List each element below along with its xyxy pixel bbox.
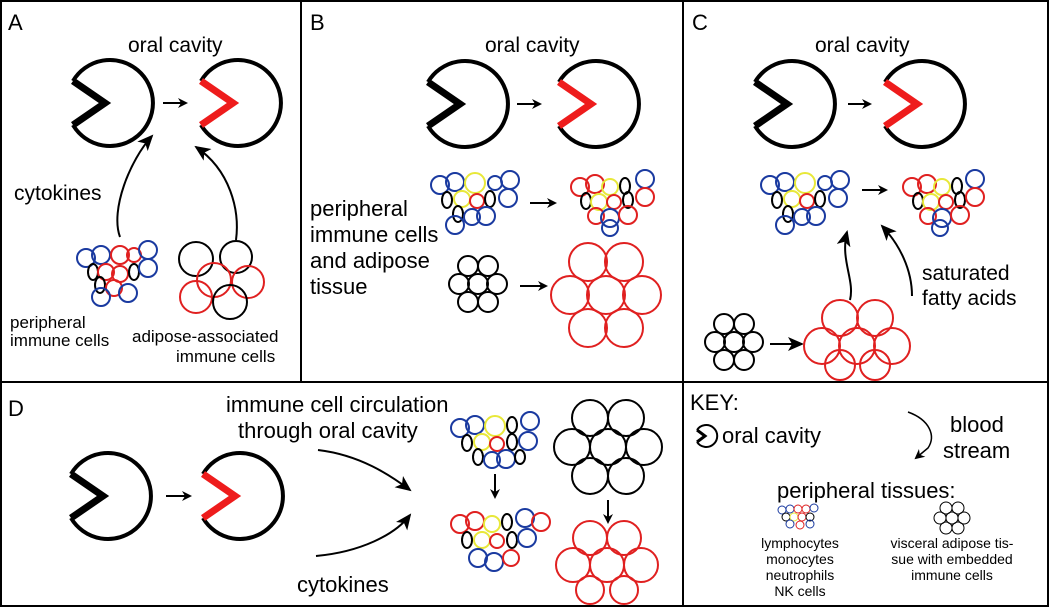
panel-b-letter: B bbox=[310, 10, 325, 35]
key-cells-label: lymphocytes bbox=[761, 535, 839, 551]
panel-c: C oral cavity bbox=[692, 10, 1017, 381]
panel-a-title: oral cavity bbox=[128, 34, 223, 57]
panel-d-cytokines-label: cytokines bbox=[297, 572, 389, 597]
key-adipose-label: sue with embedded bbox=[891, 551, 1012, 567]
curved-arrow-icon bbox=[317, 449, 412, 492]
curved-arrow-icon bbox=[880, 224, 913, 297]
panel-c-fatty-acids-label: fatty acids bbox=[922, 287, 1017, 310]
panel-b-side-label: and adipose bbox=[310, 248, 430, 273]
curved-arrow-icon bbox=[315, 513, 412, 557]
panel-d-circulation-label: immune cell circulation bbox=[226, 392, 449, 417]
peripheral-immune-cells-icon bbox=[450, 411, 540, 469]
key-cells-label: neutrophils bbox=[766, 567, 835, 583]
oral-cavity-inflamed-icon bbox=[557, 59, 641, 149]
key-immune-cells-icon bbox=[777, 503, 819, 530]
adipose-tissue-inflamed-icon bbox=[555, 520, 659, 605]
oral-cavity-normal-icon bbox=[426, 59, 510, 149]
inflamed-immune-cells-icon bbox=[570, 169, 655, 237]
panel-c-title: oral cavity bbox=[815, 34, 910, 57]
panel-b-side-label: tissue bbox=[310, 274, 367, 299]
oral-cavity-inflamed-icon bbox=[883, 59, 967, 149]
panel-c-letter: C bbox=[692, 10, 708, 35]
key-blood-label: stream bbox=[943, 438, 1010, 463]
panel-a-adipose-label: immune cells bbox=[176, 347, 275, 366]
key-oral-cavity-label: oral cavity bbox=[722, 423, 821, 448]
panel-b: B oral cavity bbox=[310, 10, 662, 348]
oral-cavity-normal-icon bbox=[753, 59, 837, 149]
panel-b-side-label: peripheral bbox=[310, 196, 408, 221]
oral-cavity-normal-icon bbox=[69, 451, 153, 541]
curved-arrow-icon bbox=[194, 145, 238, 241]
panel-b-title: oral cavity bbox=[485, 34, 580, 57]
key-heading: KEY: bbox=[690, 390, 739, 415]
panel-d-letter: D bbox=[8, 396, 24, 421]
oral-cavity-inflamed-icon bbox=[201, 451, 285, 541]
key-blood-stream-icon bbox=[907, 411, 933, 460]
adipose-tissue-normal-icon bbox=[448, 255, 508, 313]
adipose-tissue-normal-icon bbox=[704, 313, 764, 371]
adipose-tissue-inflamed-icon bbox=[550, 242, 662, 348]
key-adipose-label: visceral adipose tis- bbox=[891, 535, 1014, 551]
panel-a-adipose-label: adipose-associated bbox=[132, 327, 278, 346]
curved-arrow-icon bbox=[836, 230, 852, 301]
key-panel: KEY: oral cavity blood stream peripheral… bbox=[690, 390, 1014, 599]
panel-a-peripheral-label: immune cells bbox=[10, 331, 109, 350]
peripheral-immune-cells-icon bbox=[760, 170, 850, 235]
peripheral-immune-cells-icon bbox=[430, 170, 520, 235]
panel-a-cytokines-label: cytokines bbox=[14, 182, 102, 205]
panel-b-side-label: immune cells bbox=[310, 222, 438, 247]
panel-a: A oral cavity cytokines bbox=[8, 10, 283, 366]
adipose-immune-cells-icon bbox=[178, 240, 265, 320]
oral-cavity-normal-icon bbox=[71, 58, 155, 148]
panel-a-peripheral-label: peripheral bbox=[10, 313, 86, 332]
panel-d-circulation-label: through oral cavity bbox=[238, 418, 418, 443]
adipose-tissue-normal-icon bbox=[553, 399, 663, 495]
panel-a-letter: A bbox=[8, 10, 23, 35]
key-cells-label: monocytes bbox=[766, 551, 834, 567]
panel-d: D immune cell circulation through oral c… bbox=[8, 392, 663, 605]
peripheral-immune-cells-icon bbox=[76, 240, 158, 307]
oral-cavity-key-icon bbox=[696, 424, 719, 448]
inflamed-immune-cells-icon bbox=[902, 169, 985, 237]
curved-arrow-icon bbox=[116, 134, 154, 238]
key-adipose-label: immune cells bbox=[911, 567, 993, 583]
panel-c-fatty-acids-label: saturated bbox=[922, 262, 1010, 285]
inflamed-immune-cells-icon bbox=[450, 508, 551, 572]
adipose-tissue-inflamed-icon bbox=[803, 299, 911, 381]
key-blood-label: blood bbox=[950, 412, 1004, 437]
key-adipose-icon bbox=[933, 501, 971, 535]
key-cells-label: NK cells bbox=[774, 583, 825, 599]
key-peripheral-tissues-label: peripheral tissues: bbox=[777, 478, 956, 503]
oral-cavity-inflamed-icon bbox=[199, 58, 283, 148]
